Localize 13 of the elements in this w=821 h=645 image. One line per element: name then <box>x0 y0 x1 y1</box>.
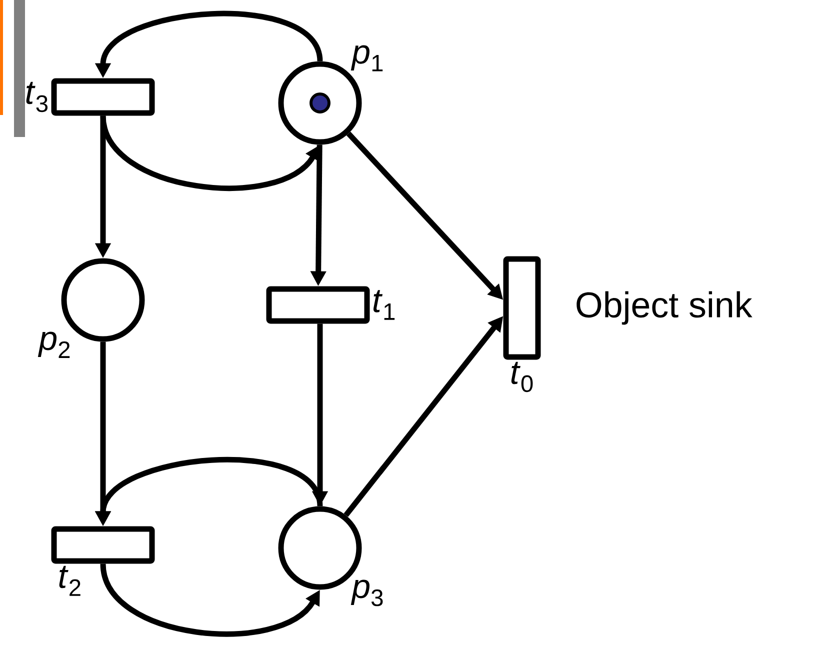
transition-bar: t$_{1}$ <box>266 286 395 324</box>
node-label: p$_{1}$ <box>350 45 383 72</box>
node-label: p$_{3}$ <box>350 580 383 606</box>
node-label: t$_{1}$ <box>373 290 395 320</box>
node-label: t$_{0}$ <box>511 362 533 392</box>
transition-bar: t$_{0}$ <box>503 256 541 392</box>
transition-bar: t$_{3}$ <box>26 78 155 116</box>
node-label: t$_{3}$ <box>26 82 48 112</box>
arrow <box>100 563 320 637</box>
node-label: t$_{2}$ <box>59 566 80 596</box>
node-label: p$_{2}$ <box>38 332 70 358</box>
node-caption: Object sink <box>576 291 752 325</box>
transition-bar: t$_{2}$ <box>51 526 155 596</box>
